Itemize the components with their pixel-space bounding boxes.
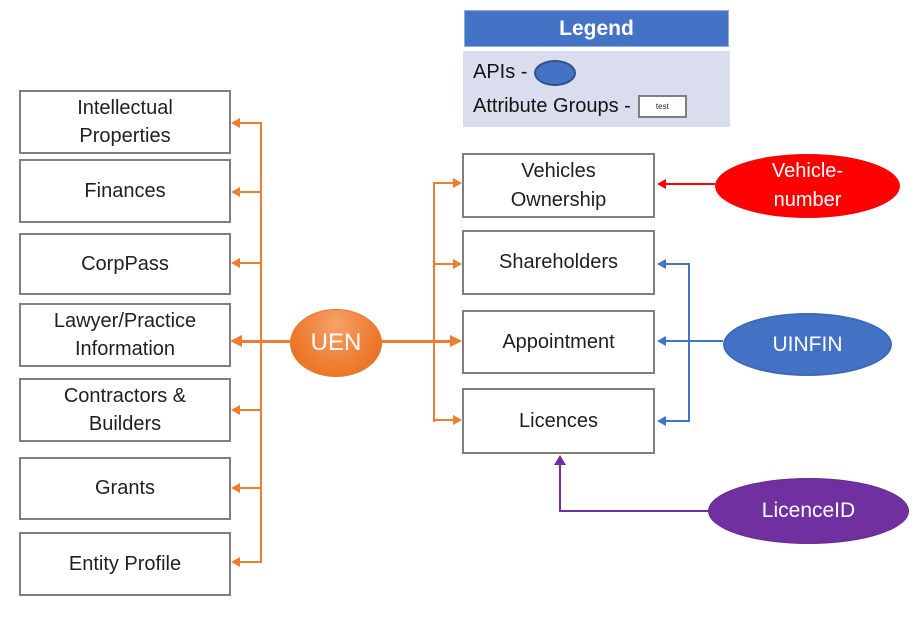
box-lawyer-practice-information: Lawyer/Practice Information xyxy=(19,303,231,367)
connector-line xyxy=(240,561,261,563)
legend-row-apis: APIs - xyxy=(473,59,720,86)
box-appointment: Appointment xyxy=(462,310,655,374)
attribute-groups-label: Attribute Groups - xyxy=(473,95,631,118)
attribute-group-box-icon: test xyxy=(637,95,687,119)
connector-arrowhead xyxy=(231,118,240,128)
connector-arrowhead xyxy=(453,178,462,188)
connector-line xyxy=(433,182,435,422)
connector-arrowhead xyxy=(453,259,462,269)
api-label: UINFIN xyxy=(772,332,843,356)
api-label: LicenceID xyxy=(761,499,856,522)
box-label: Licences xyxy=(519,409,598,432)
connector-line xyxy=(240,191,261,193)
connector-line xyxy=(240,122,261,124)
connector-line xyxy=(666,420,689,422)
connector-line xyxy=(434,182,453,184)
attribute-group-box-label: test xyxy=(655,102,669,112)
connector-line xyxy=(559,464,561,512)
connector-line xyxy=(240,409,261,411)
box-grants: Grants xyxy=(19,457,231,520)
box-vehicles-ownership: Vehicles Ownership xyxy=(462,153,655,218)
box-licences: Licences xyxy=(462,388,655,454)
box-label: Shareholders xyxy=(499,251,618,274)
connector-arrowhead xyxy=(657,336,666,346)
box-shareholders: Shareholders xyxy=(462,230,655,295)
api-label: UEN xyxy=(310,329,362,356)
legend-title: Legend xyxy=(559,16,634,40)
connector-line xyxy=(240,262,261,264)
box-label: Grants xyxy=(94,477,156,500)
api-node-vehicle-number: Vehicle- number xyxy=(715,154,900,218)
connector-line xyxy=(666,263,689,265)
api-node-uen: UEN xyxy=(290,309,382,377)
apis-label: APIs - xyxy=(473,61,528,84)
box-label: Entity Profile xyxy=(68,552,182,575)
box-label: Vehicles Ownership xyxy=(510,160,607,211)
box-contractors-builders: Contractors & Builders xyxy=(19,378,231,442)
box-intellectual-properties: Intellectual Properties xyxy=(19,90,231,154)
box-label: Intellectual Properties xyxy=(77,96,173,147)
box-finances: Finances xyxy=(19,159,231,223)
connector-arrowhead xyxy=(231,258,240,268)
legend-header: Legend xyxy=(464,10,729,47)
connector-arrowhead xyxy=(230,335,242,347)
connector-arrowhead xyxy=(231,187,240,197)
connector-arrowhead xyxy=(657,179,666,189)
box-corppass: CorpPass xyxy=(19,233,231,295)
box-label: CorpPass xyxy=(81,252,169,275)
connector-arrowhead xyxy=(450,335,462,347)
box-label: Contractors & Builders xyxy=(63,384,187,435)
connector-arrowhead xyxy=(657,259,666,269)
box-entity-profile: Entity Profile xyxy=(19,532,231,596)
connector-line xyxy=(434,263,453,265)
connector-line xyxy=(434,419,453,421)
box-label: Appointment xyxy=(502,330,615,353)
connector-line xyxy=(380,340,453,343)
connector-arrowhead xyxy=(554,455,566,465)
connector-line xyxy=(559,510,708,512)
connector-line xyxy=(666,183,715,185)
connector-line xyxy=(688,263,690,422)
connector-arrowhead xyxy=(231,483,240,493)
connector-line xyxy=(242,340,290,343)
connector-line xyxy=(240,487,261,489)
box-label: Finances xyxy=(84,179,166,202)
connector-arrowhead xyxy=(453,415,462,425)
connector-arrowhead xyxy=(231,557,240,567)
api-label: Vehicle- number xyxy=(771,160,844,211)
connector-arrowhead xyxy=(231,405,240,415)
box-label: Lawyer/Practice Information xyxy=(53,309,197,360)
api-ellipse-icon xyxy=(534,59,577,86)
connector-line xyxy=(666,340,723,342)
connector-arrowhead xyxy=(657,416,666,426)
legend-row-attribute-groups: Attribute Groups - test xyxy=(473,95,720,119)
api-node-licenceid: LicenceID xyxy=(708,478,909,544)
legend-body: APIs - Attribute Groups - test xyxy=(463,51,730,127)
api-node-uinfin: UINFIN xyxy=(723,313,892,376)
